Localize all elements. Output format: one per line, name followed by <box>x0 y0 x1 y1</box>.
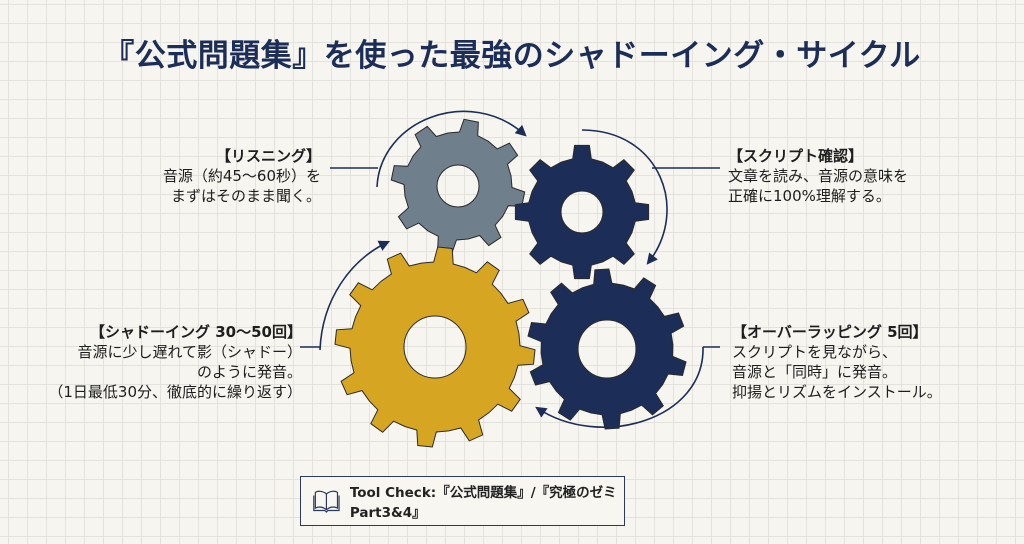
step-script: 【スクリプト確認】 文章を読み、音源の意味を 正確に100%理解する。 <box>728 146 908 206</box>
step-heading: 【オーバーラッピング 5回】 <box>732 323 928 341</box>
step-text: のように発音。 <box>196 363 302 381</box>
tool-check-text: Tool Check:『公式問題集』/『究極のゼミ Part3&4』 <box>349 485 617 521</box>
step-listening: 【リスニング】 音源（約45〜60秒）を まずはそのまま聞く。 <box>163 146 321 206</box>
step-shadowing: 【シャドーイング 30〜50回】 音源に少し遅れて影（シャドー） のように発音。… <box>48 322 302 402</box>
step-text: 音源（約45〜60秒）を <box>162 167 321 185</box>
step-text: まずはそのまま聞く。 <box>170 187 321 205</box>
step-overlapping: 【オーバーラッピング 5回】 スクリプトを見ながら、 音源と「同時」に発音。 抑… <box>732 322 942 402</box>
step-text: スクリプトを見ながら、 <box>732 343 898 361</box>
step-text: （1日最低30分、徹底的に繰り返す） <box>48 383 302 401</box>
gear-shadowing-icon <box>334 246 536 448</box>
arrow-shadowing-to-listening <box>319 240 391 351</box>
arrow-overlapping-to-shadowing <box>535 346 704 428</box>
arrow-listening-to-script <box>376 110 527 188</box>
step-text: 正確に100%理解する。 <box>728 187 891 205</box>
step-heading: 【シャドーイング 30〜50回】 <box>90 323 302 341</box>
step-text: 音源に少し遅れて影（シャドー） <box>77 343 302 361</box>
step-text: 抑揚とリズムをインストール。 <box>732 383 942 401</box>
step-heading: 【リスニング】 <box>215 147 321 165</box>
gear-overlapping-icon <box>527 268 687 430</box>
step-text: 文章を読み、音源の意味を <box>728 167 909 185</box>
step-heading: 【スクリプト確認】 <box>728 147 864 165</box>
book-icon <box>313 490 340 513</box>
page-title: 『公式問題集』を使った最強のシャドーイング・サイクル <box>103 38 921 74</box>
gear-listening-icon <box>390 118 526 254</box>
step-text: 音源と「同時」に発音。 <box>732 363 898 381</box>
gear-script-icon <box>514 144 650 280</box>
arrow-script-to-overlapping <box>581 129 668 265</box>
tool-check-box: Tool Check:『公式問題集』/『究極のゼミ Part3&4』 <box>300 476 625 526</box>
